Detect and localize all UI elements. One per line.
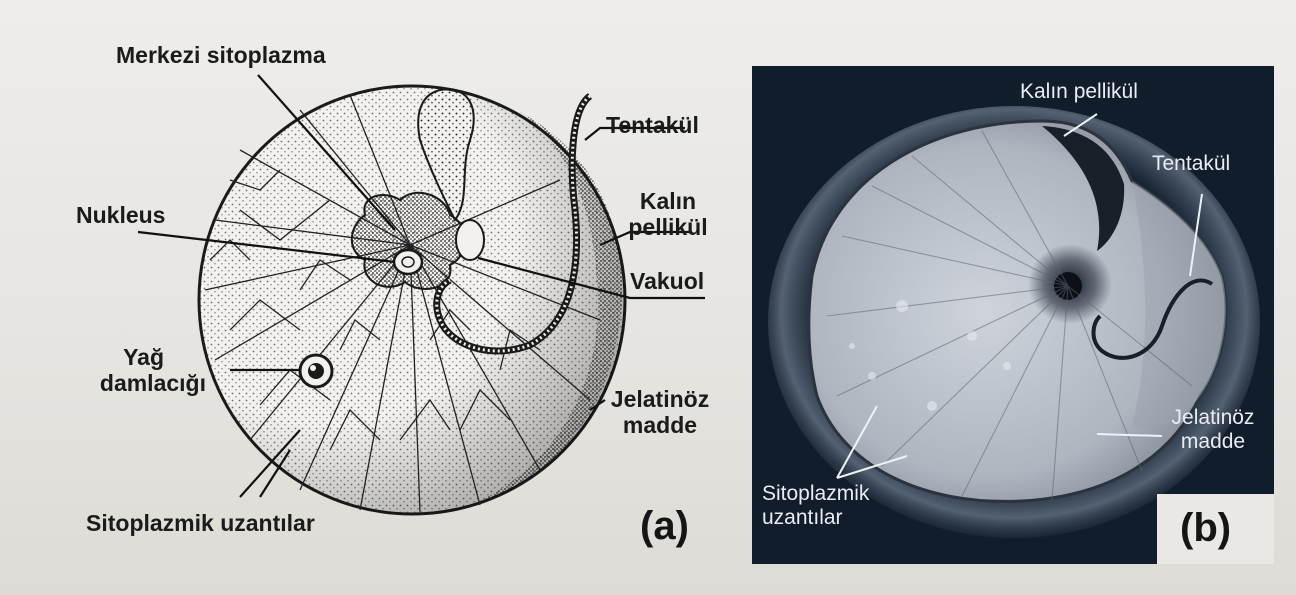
label-tentacle-b: Tentakül [1152, 152, 1231, 175]
label-tentacle-a: Tentakül [606, 112, 699, 138]
label-thick-pellicle-a-line1: Kalın [639, 188, 697, 214]
micrograph-cell [807, 119, 1228, 503]
label-thick-pellicle-b: Kalın pellikül [1020, 80, 1138, 103]
label-cytoplasmic-b-line1: Sitoplazmik [762, 482, 870, 505]
leader-lines-a [137, 74, 705, 498]
label-gelatinous-b: Jelatinöz madde [1158, 406, 1268, 454]
oil-droplet [298, 353, 334, 389]
label-oil-droplet-line2: damlacığı [99, 370, 206, 396]
label-nucleus: Nukleus [76, 202, 166, 228]
label-gelatinous-a: Jelatinöz madde [604, 386, 716, 438]
label-thick-pellicle-a-line2: pellikül [628, 214, 708, 240]
label-vacuole: Vakuol [630, 268, 705, 294]
label-gelatinous-b-line1: Jelatinöz [1171, 406, 1255, 429]
micrograph-b-drawing [752, 66, 1274, 564]
label-oil-droplet: Yağ damlacığı [76, 344, 206, 396]
label-cytoplasmic-b: Sitoplazmik uzantılar [762, 482, 869, 530]
label-cytoplasmic-b-line2: uzantılar [762, 506, 843, 529]
label-gelatinous-a-line2: madde [622, 412, 698, 438]
micrograph-tentacle [1091, 278, 1214, 360]
micrograph-b: Kalın pellikül Tentakül Jelatinöz madde … [752, 66, 1274, 564]
label-gelatinous-b-line2: madde [1180, 430, 1246, 453]
label-central-cytoplasm: Merkezi sitoplazma [116, 42, 326, 68]
label-oil-droplet-line1: Yağ [123, 344, 164, 370]
vacuole [455, 219, 485, 261]
panel-letter-a: (a) [640, 504, 689, 548]
leader-lines-b [836, 113, 1203, 479]
label-gelatinous-a-line1: Jelatinöz [610, 386, 710, 412]
panel-letter-b: (b) [1180, 506, 1232, 550]
label-cytoplasmic-extensions-a: Sitoplazmik uzantılar [86, 510, 315, 536]
label-thick-pellicle-a: Kalın pellikül [628, 188, 708, 240]
central-cytoplasm [350, 88, 475, 290]
nucleus [392, 248, 424, 276]
